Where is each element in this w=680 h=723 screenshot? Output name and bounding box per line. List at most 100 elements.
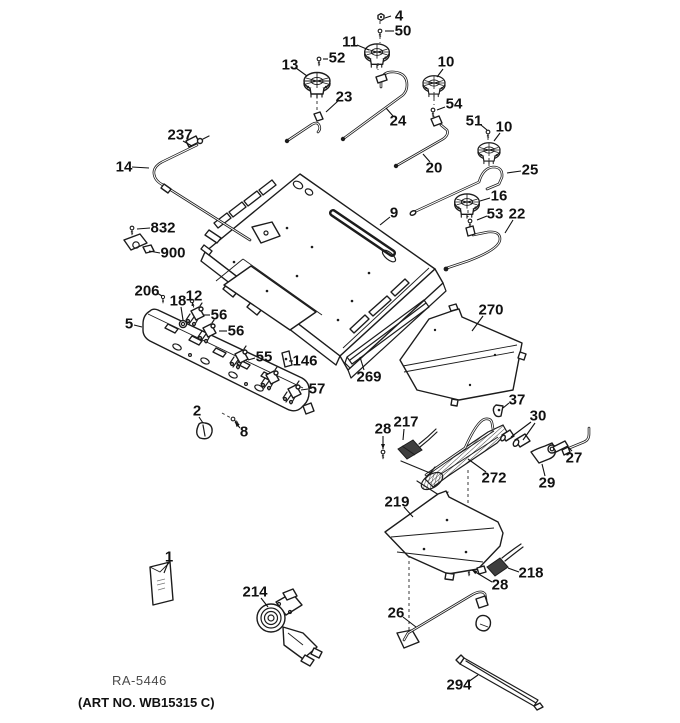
callout-23-6: 23	[336, 89, 353, 106]
callout-11-2: 11	[342, 34, 358, 51]
burner-cap-11	[363, 43, 391, 69]
callout-900-20-leader	[148, 250, 161, 254]
pressure-regulator-214	[256, 588, 323, 667]
callout-5-26-leader	[133, 324, 143, 328]
callout-37-34-leader	[502, 402, 510, 409]
callout-30-35: 30	[530, 408, 547, 425]
callout-4-0-leader	[384, 15, 392, 19]
grommet-18	[178, 319, 188, 329]
callout-219-41-leader	[403, 506, 414, 518]
burner-tube-20	[393, 115, 449, 169]
callout-1-45: 1	[165, 549, 173, 566]
callout-29-39: 29	[539, 475, 556, 492]
callout-14-12: 14	[116, 159, 133, 176]
callout-30-35-leader	[510, 421, 532, 438]
callout-25-14: 25	[522, 162, 539, 179]
literature-pack-1	[149, 561, 174, 606]
callout-219-41: 219	[384, 494, 409, 511]
callout-146-28: 146	[292, 353, 317, 370]
igniter-217	[397, 428, 438, 474]
clip-37	[492, 404, 504, 418]
burner-tube-23	[284, 111, 324, 144]
igniter-218	[486, 543, 524, 577]
nut-4	[377, 12, 385, 22]
bake-burner-26	[396, 590, 492, 649]
callout-26-44: 26	[388, 605, 405, 622]
callout-29-39-leader	[541, 463, 546, 477]
callout-51-9-leader	[480, 124, 488, 131]
callout-218-42: 218	[518, 565, 543, 582]
callout-10-10-leader	[493, 132, 501, 142]
callout-52-3: 52	[329, 50, 346, 67]
gas-elbow-29	[530, 440, 569, 464]
callout-54-8-leader	[436, 106, 446, 111]
burner-tube-22	[443, 225, 502, 272]
callout-13-4-leader	[295, 67, 308, 77]
callout-8-31-arrowhead	[235, 422, 240, 428]
callout-269-33-leader	[359, 356, 365, 371]
callout-9-15-leader	[379, 216, 391, 226]
callout-2-30: 2	[193, 403, 201, 420]
callout-28-43: 28	[492, 577, 509, 594]
callout-53-17: 53	[487, 206, 504, 223]
callout-30-35-leader	[522, 422, 536, 441]
callout-54-8: 54	[446, 96, 463, 113]
callout-24-7: 24	[390, 113, 407, 130]
burner-box-top-panel-9	[200, 173, 447, 379]
callout-832-19: 832	[150, 220, 175, 237]
callout-55-27-leader	[247, 357, 256, 361]
callout-51-9: 51	[466, 113, 483, 130]
burner-tube-25	[409, 165, 504, 216]
burner-shield-219	[384, 490, 504, 581]
screw-28a	[380, 449, 386, 460]
callout-206-21: 206	[134, 283, 159, 300]
screw-832	[129, 225, 135, 236]
inlet-tube-27	[561, 426, 591, 456]
callout-206-21-leader	[156, 292, 163, 297]
callout-57-29: 57	[309, 381, 326, 398]
callout-18-22: 18	[170, 293, 187, 310]
screw-206	[160, 294, 166, 304]
callout-28-36: 28	[375, 421, 392, 438]
callout-9-15: 9	[390, 205, 398, 222]
callout-16-16-leader	[479, 197, 491, 202]
callout-26-44-leader	[402, 616, 417, 628]
callout-12-23: 12	[186, 288, 203, 305]
callout-37-34: 37	[509, 392, 526, 409]
callout-18-22-leader	[180, 306, 184, 321]
callout-237-11: 237	[167, 127, 192, 144]
drawing-number: RA-5446	[112, 673, 167, 688]
callout-13-4: 13	[282, 57, 299, 74]
callout-28-43-arrowhead	[472, 570, 478, 575]
orifice-fittings-30	[500, 429, 531, 448]
callout-12-23-leader	[191, 301, 194, 307]
callout-10-10: 10	[496, 119, 513, 136]
callout-14-12-leader	[131, 166, 150, 169]
callout-294-47-leader	[467, 674, 479, 683]
callout-56-25: 56	[228, 323, 245, 340]
callout-10-5-leader	[436, 68, 444, 78]
callout-50-1: 50	[395, 23, 412, 40]
callout-16-16: 16	[491, 188, 508, 205]
callout-20-13: 20	[426, 160, 443, 177]
callout-237-11-leader	[182, 140, 193, 147]
rear-supply-tube-14	[152, 135, 252, 242]
callout-23-6-leader	[325, 100, 339, 113]
callout-2-30-leader	[198, 416, 204, 424]
knob-stop-2	[196, 421, 213, 440]
callout-11-2-leader	[356, 44, 370, 51]
burner-cap-13	[303, 71, 331, 99]
callout-55-27: 55	[256, 349, 273, 366]
trim-channel-294	[455, 654, 544, 711]
callout-270-32-leader	[471, 315, 484, 332]
callout-56-24: 56	[211, 307, 228, 324]
art-number: (ART NO. WB15315 C)	[78, 695, 215, 710]
callout-272-38-leader	[467, 458, 487, 473]
burner-cap-10b	[477, 142, 501, 166]
bracket-146	[281, 350, 293, 368]
callout-217-37-leader	[402, 428, 405, 441]
callout-218-42-leader	[507, 567, 520, 573]
